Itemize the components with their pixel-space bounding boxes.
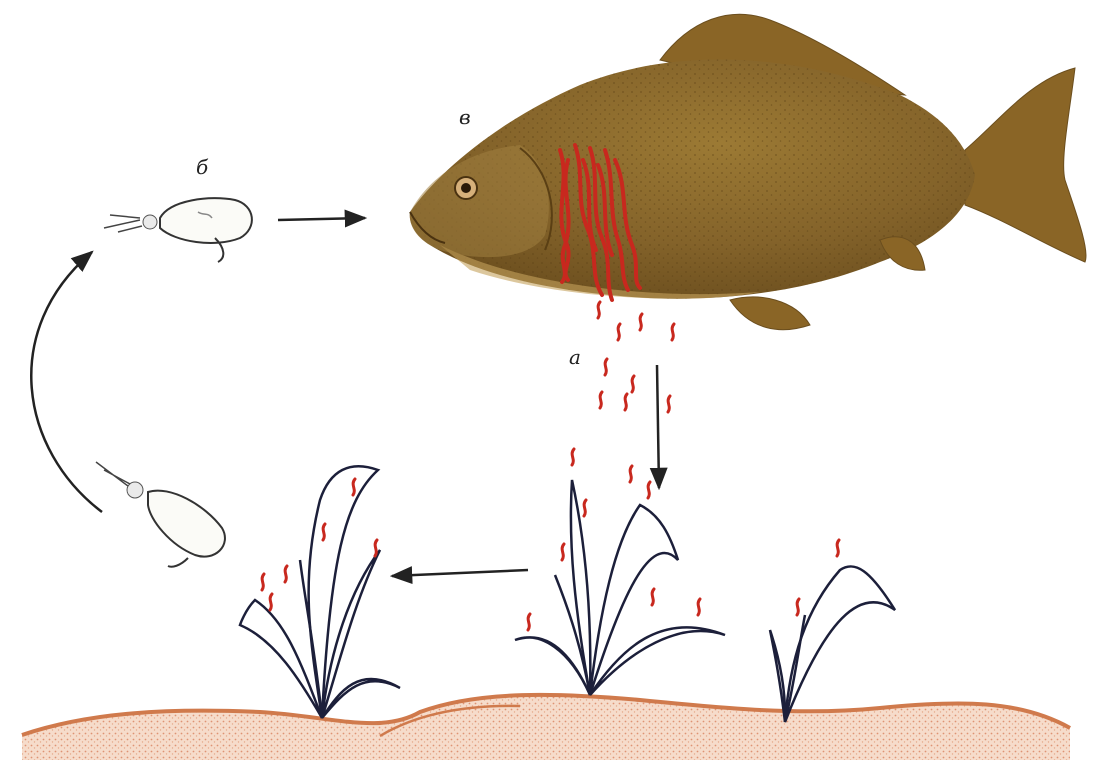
arrow-plants-left	[392, 570, 528, 576]
plant-right	[770, 566, 895, 722]
copepod-infected	[104, 198, 252, 262]
arrow-down-to-plants	[657, 365, 659, 488]
arrow-copepod-to-fish	[278, 218, 365, 220]
copepod-free	[96, 462, 225, 567]
stage-label-v: в	[459, 105, 471, 129]
plant-center	[515, 480, 725, 695]
sediment-ground	[22, 695, 1070, 760]
arrow-cycle-up	[31, 252, 102, 512]
fish-host	[410, 14, 1086, 329]
plant-left	[240, 466, 400, 718]
stage-label-b: б	[196, 155, 208, 179]
stage-label-a: а	[569, 345, 581, 369]
